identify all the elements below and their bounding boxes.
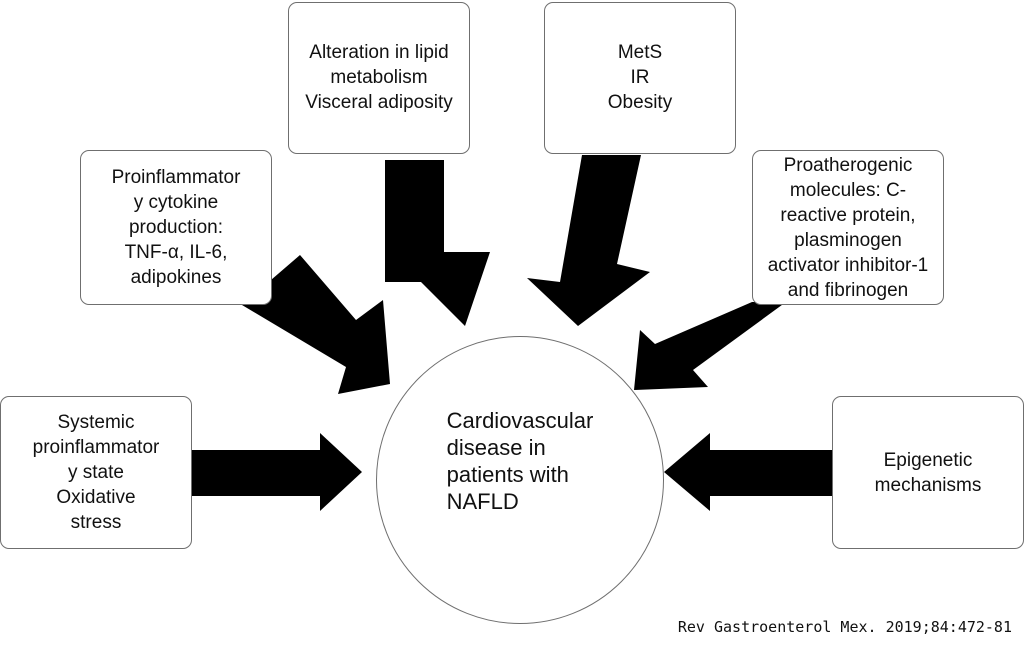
- box-lipid-metabolism: Alteration in lipid metabolism Visceral …: [288, 2, 470, 154]
- text-line: molecules: C-: [789, 179, 907, 201]
- text-line: patients with: [446, 462, 569, 487]
- text-line: activator inhibitor-1: [767, 254, 929, 276]
- box-proatherogenic-molecules: Proatherogenic molecules: C- reactive pr…: [752, 150, 944, 305]
- text-line: Alteration in lipid: [309, 42, 449, 63]
- box-cytokine-text: Proinflammator y cytokine production: TN…: [112, 165, 241, 290]
- text-line: mechanisms: [874, 474, 982, 496]
- text-line: Proinflammator: [111, 167, 241, 188]
- text-line: Obesity: [607, 92, 673, 113]
- text-line: TNF-α, IL-6,: [124, 242, 228, 263]
- text-line: stress: [70, 512, 122, 533]
- text-line: Proatherogenic: [783, 154, 913, 176]
- text-line: Systemic: [57, 412, 135, 433]
- arrow-epigenetic-to-center: [664, 433, 832, 511]
- box-mets: MetS IR Obesity: [544, 2, 736, 154]
- text-line: Oxidative: [56, 487, 136, 508]
- center-text: Cardiovascular disease in patients with …: [447, 407, 594, 515]
- box-epigenetic-mechanisms: Epigenetic mechanisms: [832, 396, 1024, 549]
- text-line: Cardiovascular: [446, 408, 594, 433]
- text-line: Epigenetic: [883, 449, 973, 471]
- box-proatherogenic-text: Proatherogenic molecules: C- reactive pr…: [768, 153, 929, 303]
- text-line: and fibrinogen: [787, 279, 909, 301]
- text-line: proinflammator: [32, 437, 160, 458]
- arrow-lipid-to-center: [385, 160, 490, 326]
- text-line: reactive protein,: [780, 204, 916, 226]
- arrow-proatherogenic-to-center: [634, 302, 786, 390]
- text-line: NAFLD: [446, 489, 519, 514]
- box-lipid-text: Alteration in lipid metabolism Visceral …: [305, 40, 453, 115]
- text-line: adipokines: [130, 267, 222, 288]
- text-line: MetS: [617, 42, 663, 63]
- box-mets-text: MetS IR Obesity: [608, 40, 672, 115]
- box-systemic-state: Systemic proinflammator y state Oxidativ…: [0, 396, 192, 549]
- citation: Rev Gastroenterol Mex. 2019;84:472-81: [677, 618, 1012, 636]
- arrow-mets-to-center: [527, 155, 650, 326]
- text-line: y cytokine: [133, 192, 219, 213]
- arrow-cytokine-to-center: [242, 255, 390, 394]
- text-line: production:: [128, 217, 223, 238]
- arrow-systemic-to-center: [190, 433, 362, 511]
- text-line: y state: [68, 462, 124, 483]
- text-line: Visceral adiposity: [305, 92, 453, 113]
- box-cytokine-production: Proinflammator y cytokine production: TN…: [80, 150, 272, 305]
- text-line: disease in: [446, 435, 546, 460]
- box-epigenetic-text: Epigenetic mechanisms: [875, 448, 982, 498]
- text-line: plasminogen: [794, 229, 902, 251]
- text-line: metabolism: [330, 67, 428, 88]
- center-circle: Cardiovascular disease in patients with …: [376, 336, 664, 624]
- text-line: IR: [630, 67, 650, 88]
- box-systemic-text: Systemic proinflammator y state Oxidativ…: [33, 410, 160, 535]
